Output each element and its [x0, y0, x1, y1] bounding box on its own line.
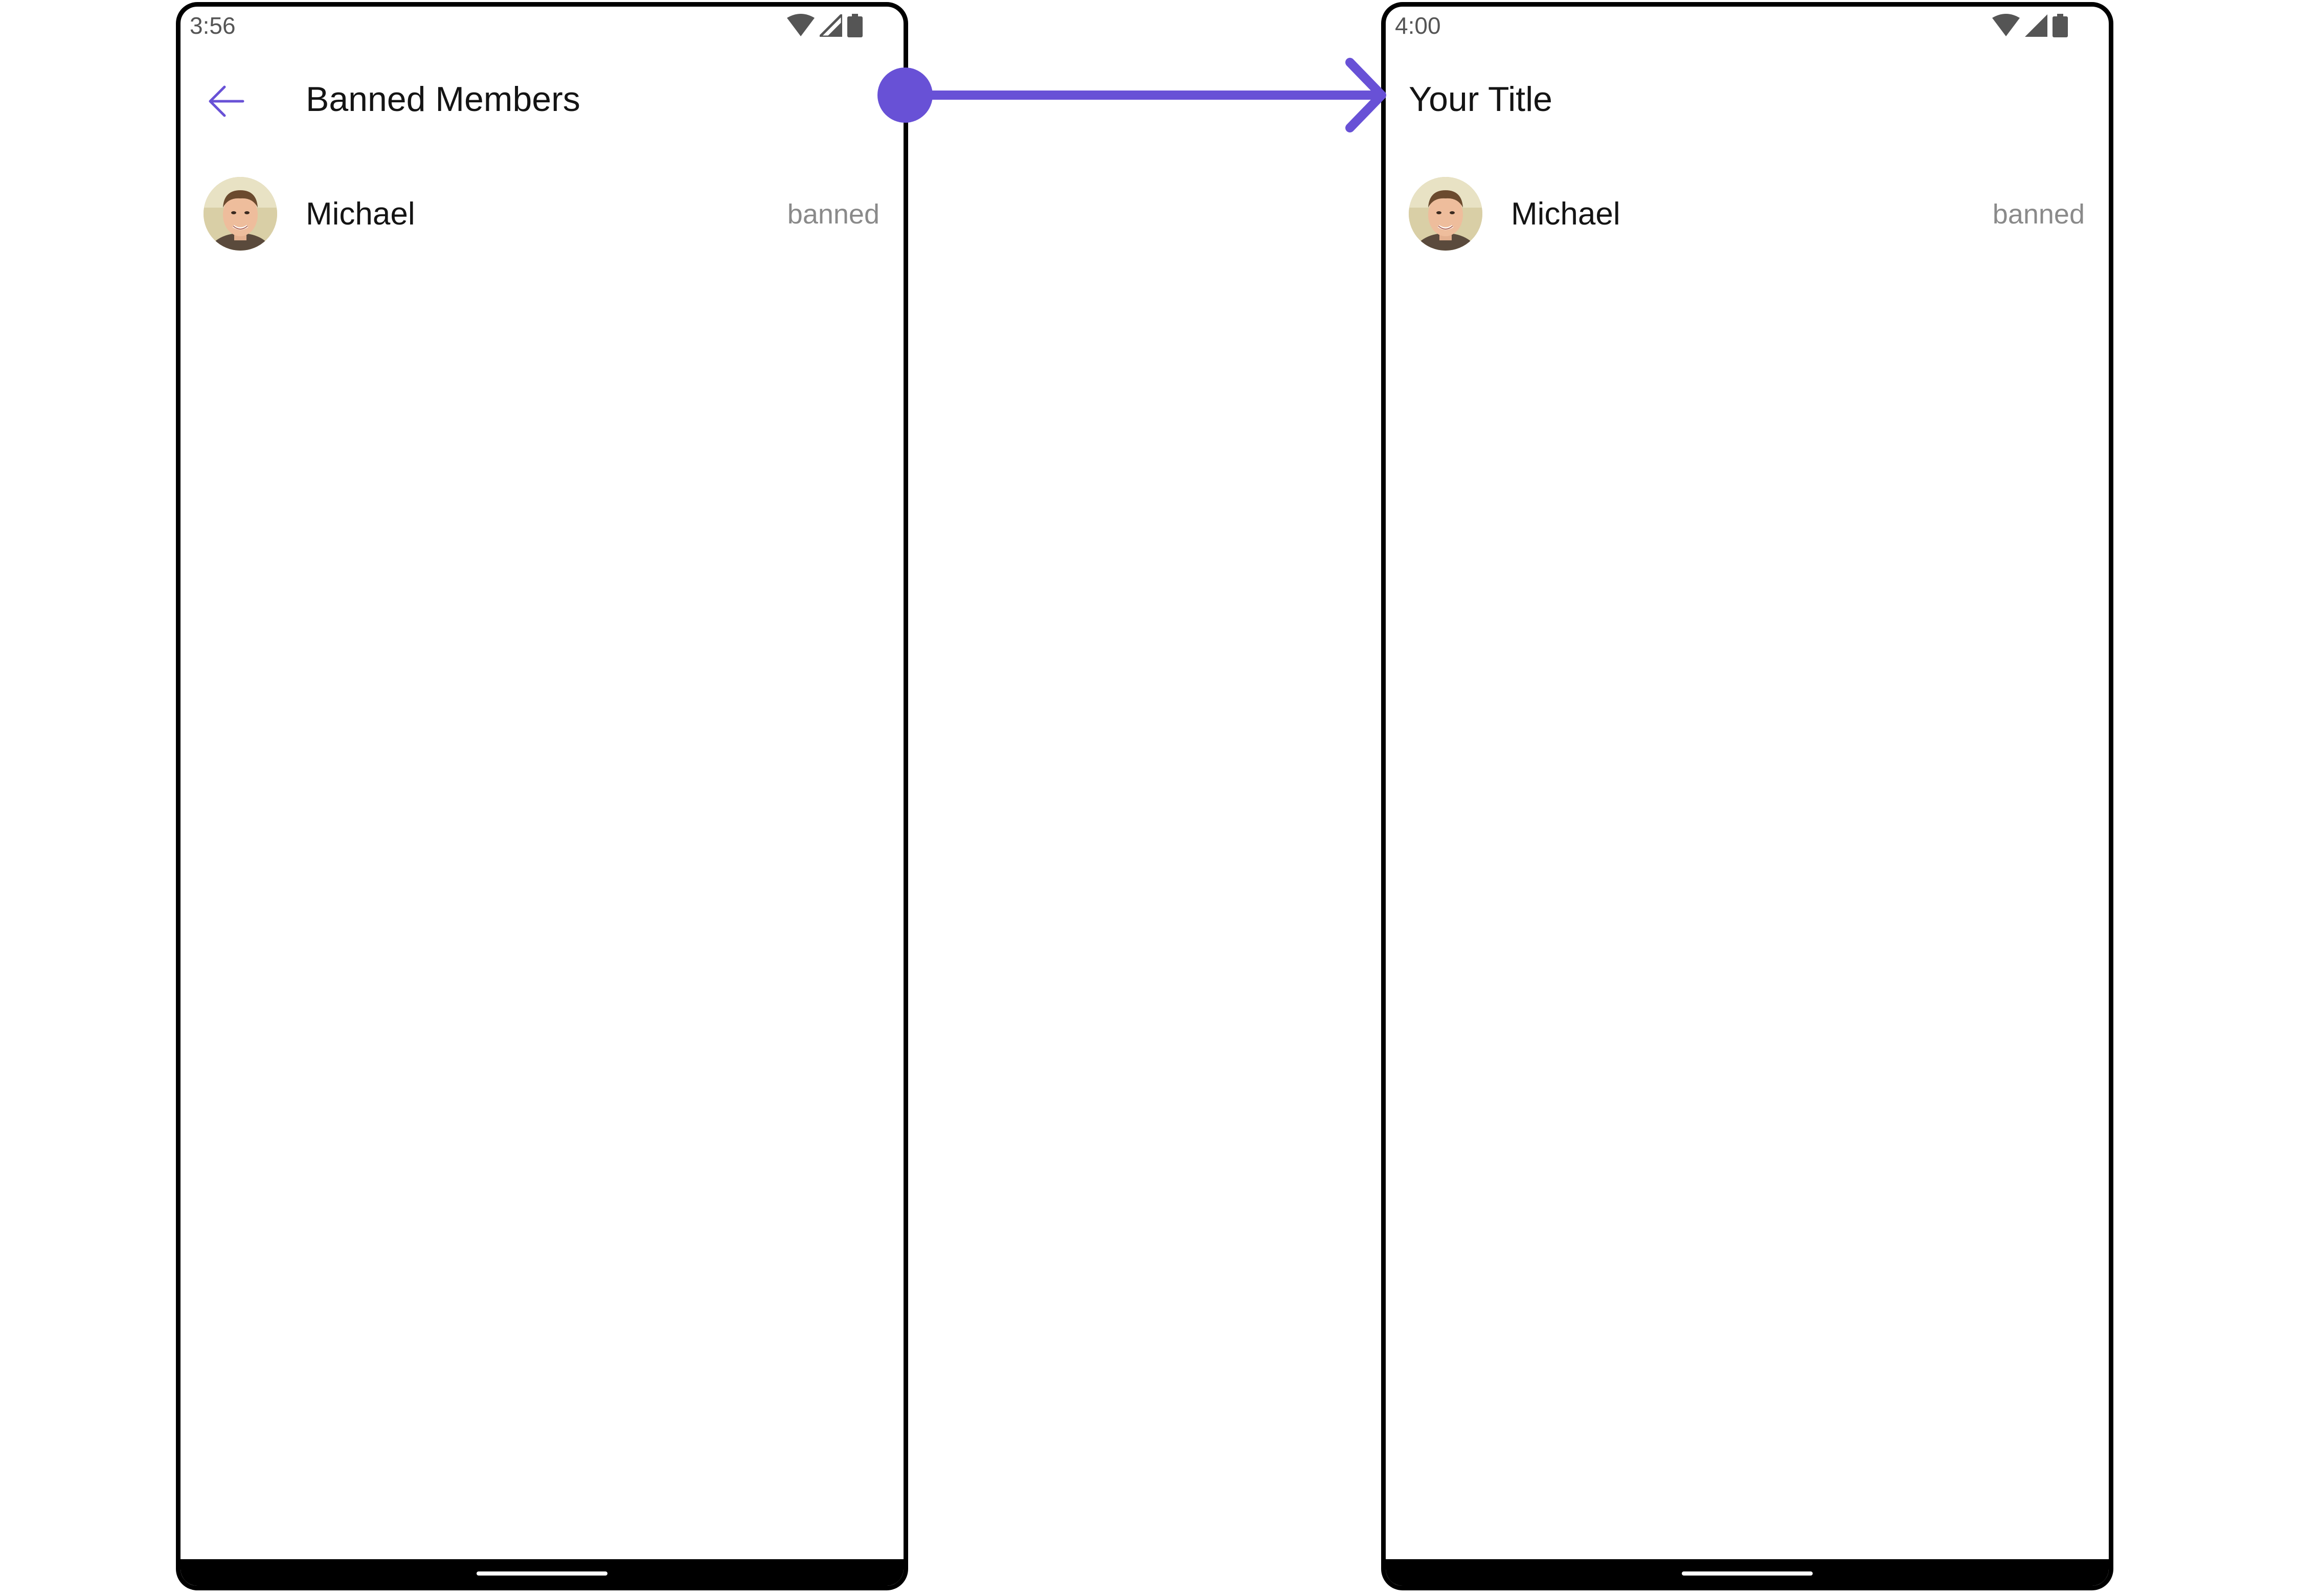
app-header: Banned Members	[181, 63, 904, 140]
arrow-right-icon	[1345, 58, 1386, 132]
list-item[interactable]: Michael banned	[1386, 173, 2109, 255]
page-title: Your Title	[1409, 80, 1552, 119]
battery-icon	[847, 13, 863, 40]
status-bar: 3:56	[181, 7, 904, 48]
app-header: Your Title	[1386, 63, 2109, 140]
wifi-icon	[787, 13, 815, 40]
status-icons	[787, 11, 863, 40]
home-indicator[interactable]	[1682, 1571, 1813, 1576]
page-title: Banned Members	[306, 80, 580, 119]
member-name: Michael	[1511, 196, 1620, 232]
wifi-icon	[1992, 13, 2020, 40]
battery-icon	[2053, 13, 2068, 40]
member-status: banned	[787, 199, 880, 230]
status-time: 3:56	[190, 12, 236, 39]
home-indicator[interactable]	[477, 1571, 607, 1576]
signal-icon	[2025, 14, 2047, 39]
arrow-left-icon[interactable]	[206, 81, 247, 122]
navigation-bar	[181, 1559, 904, 1586]
signal-icon	[816, 11, 844, 39]
member-status: banned	[1992, 199, 2085, 230]
status-icons	[1992, 13, 2068, 40]
navigation-bar	[1386, 1559, 2109, 1586]
status-bar: 4:00	[1386, 7, 2109, 48]
list-item[interactable]: Michael banned	[181, 173, 904, 255]
phone-screen-custom-title: 4:00 Your Title Michael banned	[1381, 2, 2113, 1590]
status-time: 4:00	[1395, 12, 1441, 39]
avatar	[1409, 177, 1482, 251]
phone-screen-banned-members: 3:56 Banned Members Michael banned	[176, 2, 908, 1590]
avatar	[204, 177, 277, 251]
member-name: Michael	[306, 196, 415, 232]
